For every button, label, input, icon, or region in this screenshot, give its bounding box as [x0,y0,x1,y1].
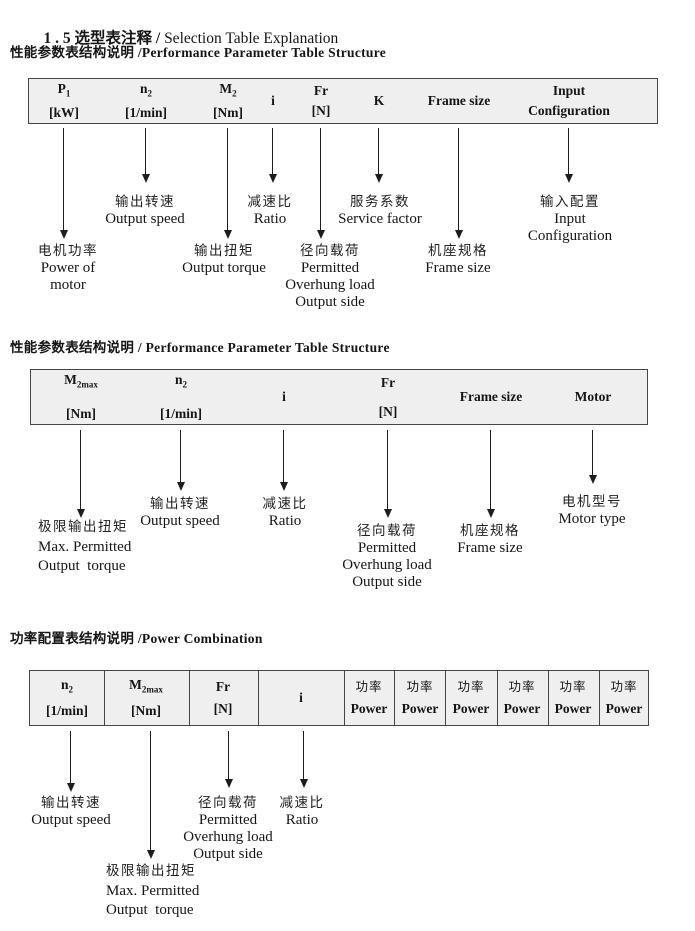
arrow-down [279,430,288,491]
callout-ratio: 减速比 Ratio [247,194,293,227]
callout-output-speed: 输出转速 Output speed [140,496,220,529]
column-divider [548,671,549,725]
callout-frame-size: 机座规格 Frame size [457,523,523,556]
callout-motor-type: 电机型号 Motor type [558,494,626,527]
table-cell-i: i [271,93,275,108]
callout-output-torque: 输出扭矩 Output torque [182,243,266,276]
column-divider [258,671,259,725]
table-cell-motor: Motor [574,389,612,404]
column-divider [394,671,395,725]
column-divider [344,671,345,725]
arrow-down [486,430,495,518]
table-cell-fr: Fr[N] [311,83,331,118]
arrow-down [316,128,325,239]
table-cell-frame-size: Frame size [427,93,491,108]
arrow-down [383,430,392,518]
callout-max-output-torque: 极限输出扭矩 Max. Permitted Output torque [38,519,132,574]
arrow-down [588,430,597,484]
arrow-down [224,731,233,788]
arrow-down [59,128,68,239]
column-divider [599,671,600,725]
table-cell-p1: P1[kW] [49,80,79,121]
callout-overhung-load: 径向载荷 Permitted Overhung load Output side [342,523,432,590]
arrow-down [223,128,232,239]
arrow-down [176,430,185,491]
arrow-down [76,430,85,518]
column-divider [189,671,190,725]
arrow-down [146,731,155,859]
callout-input-configuration: 输入配置 Input Configuration [527,194,613,244]
arrow-down [374,128,383,183]
page-title-en: Selection Table Explanation [164,30,339,47]
arrow-down [454,128,463,239]
arrow-down [299,731,308,788]
callout-ratio: 减速比 Ratio [262,496,308,529]
table-cell-n2: n2[1/min] [46,676,88,719]
callout-frame-size: 机座规格 Frame size [425,243,491,276]
column-divider [104,671,105,725]
callout-max-output-torque: 极限输出扭矩 Max. Permitted Output torque [106,863,200,918]
table-cell-k: K [373,93,385,108]
callout-service-factor: 服务系数 Service factor [338,194,422,227]
arrow-down [268,128,277,183]
page-title: 1 . 5 选型表注释 / Selection Table Explanatio… [28,8,339,66]
column-divider [497,671,498,725]
performance-table-2-header: M2max[Nm] n2[1/min] i Fr[N] Frame size M… [30,369,648,425]
callout-overhung-load: 径向载荷 Permitted Overhung load Output side [183,795,273,862]
table-cell-n2: n2[1/min] [160,372,202,421]
table-cell-i: i [282,389,286,404]
table-cell-fr: Fr[N] [213,679,233,716]
arrow-down [66,731,75,792]
column-divider [445,671,446,725]
page-title-number-zh: 1 . 5 选型表注释 / [43,30,165,47]
callout-output-speed: 输出转速 Output speed [105,194,185,227]
performance-table-1-header: P1[kW] n2[1/min] M2[Nm] i Fr[N] K Frame … [28,78,658,124]
arrow-down [564,128,573,183]
arrow-down [141,128,150,183]
callout-output-speed: 输出转速 Output speed [31,795,111,828]
table-cell-m2max: M2max[Nm] [129,676,163,719]
table-cell-m2max: M2max[Nm] [64,372,98,421]
section2-heading: 性能参数表结构说明 / Performance Parameter Table … [10,340,390,355]
table-cell-m2: M2[Nm] [213,80,243,121]
section3-heading: 功率配置表结构说明 /Power Combination [10,631,263,646]
table-cell-fr: Fr[N] [378,374,398,419]
section1-heading: 性能参数表结构说明 /Performance Parameter Table S… [10,45,387,60]
table-cell-i: i [299,690,303,705]
callout-overhung-load: 径向载荷 Permitted Overhung load Output side [285,243,375,310]
callout-power-of-motor: 电机功率 Power of motor [38,243,98,293]
table-cell-frame-size: Frame size [459,389,523,404]
callout-ratio: 减速比 Ratio [279,795,325,828]
table-cell-n2: n2[1/min] [125,80,167,121]
